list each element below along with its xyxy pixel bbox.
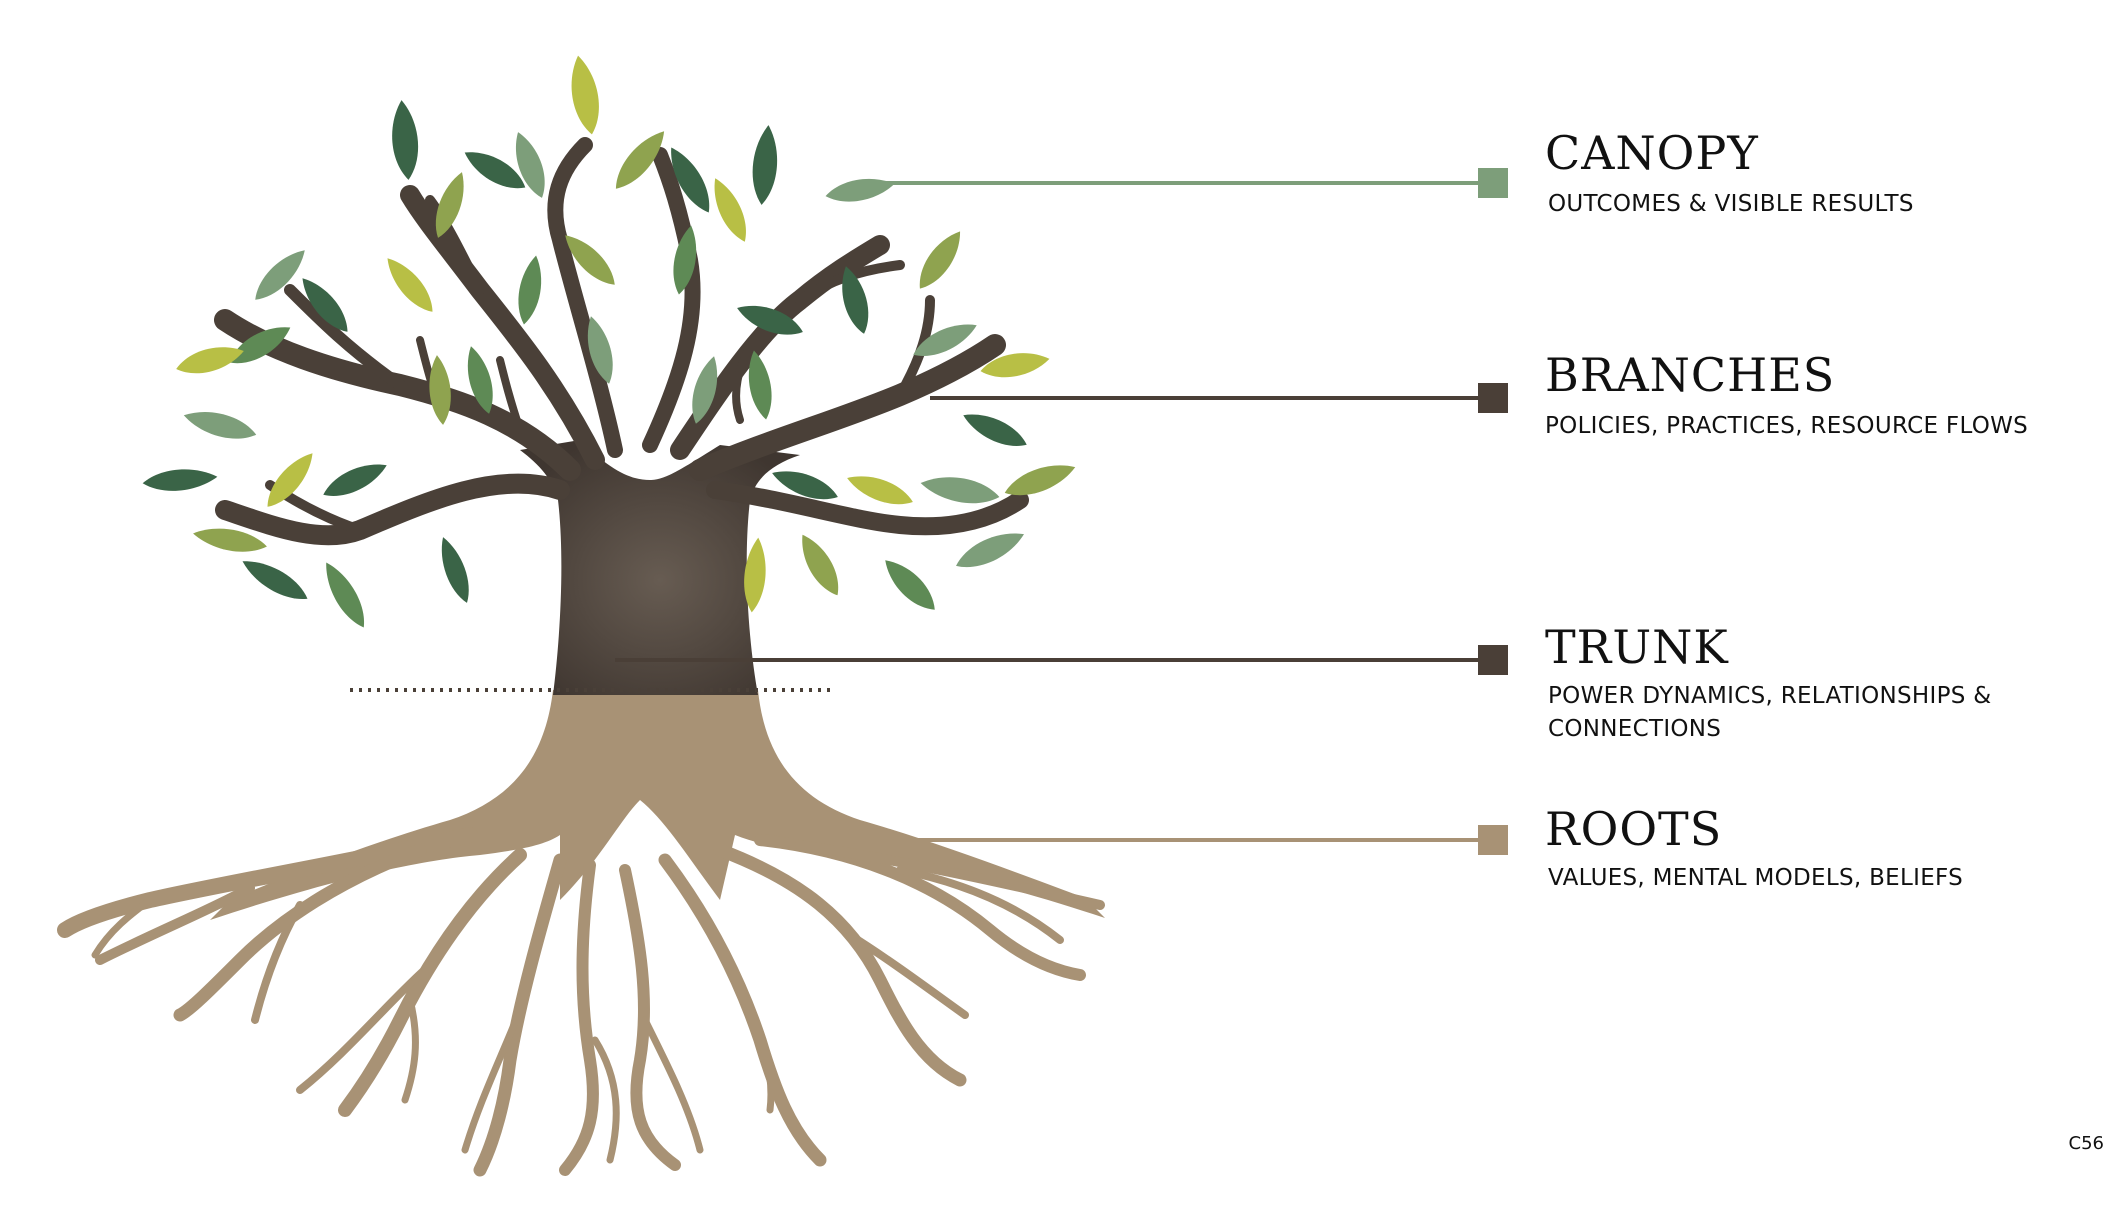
leaf (671, 147, 710, 213)
leaf (229, 327, 291, 364)
leaf (467, 346, 493, 414)
leaf (673, 225, 697, 295)
layer-connectors (615, 168, 1508, 855)
leaf (615, 131, 665, 189)
leaf (326, 562, 364, 628)
roots-marker-square (1478, 825, 1508, 855)
roots-description: VALUES, MENTAL MODELS, BELIEFS (1548, 865, 1964, 891)
leaf (183, 412, 257, 439)
root-strands (57, 827, 1105, 1177)
leaf (441, 537, 469, 603)
leaf (714, 178, 746, 242)
leaf (802, 534, 839, 596)
leaf (825, 178, 895, 202)
leaf (744, 537, 766, 613)
tree-roots (57, 690, 1105, 1177)
leaf (1004, 465, 1076, 496)
leaf (435, 172, 464, 238)
leaf (571, 55, 599, 135)
leaf (587, 316, 613, 384)
leaf (737, 305, 803, 335)
branches-title: BRANCHES (1545, 348, 1836, 402)
leaf (518, 255, 542, 325)
page-code: C56 (2068, 1133, 2104, 1154)
leaf (267, 453, 313, 507)
leaf (387, 258, 433, 312)
leaf (913, 324, 977, 356)
leaf (772, 471, 838, 500)
leaf (963, 414, 1027, 446)
tree-trunk (520, 440, 800, 695)
leaf (885, 560, 935, 610)
leaf (847, 476, 913, 505)
leaf (565, 235, 615, 285)
leaf (323, 464, 387, 496)
leaf (193, 528, 267, 552)
leaf (242, 561, 308, 599)
leaf (919, 231, 961, 289)
tree-canopy-leaves (142, 55, 1076, 628)
leaf (920, 477, 1000, 504)
branches-marker-square (1478, 383, 1508, 413)
roots-title: ROOTS (1545, 802, 1723, 856)
leaf (748, 350, 772, 420)
canopy-title: CANOPY (1545, 126, 1759, 180)
leaf (956, 533, 1024, 567)
leaf (980, 353, 1050, 378)
leaf (392, 100, 419, 180)
branches-description: POLICIES, PRACTICES, RESOURCE FLOWS (1545, 413, 2029, 439)
leaf (142, 469, 218, 491)
trunk-title: TRUNK (1545, 620, 1729, 674)
leaf (692, 356, 718, 424)
trunk-description: POWER DYNAMICS, RELATIONSHIPS & CONNECTI… (1548, 683, 1992, 742)
leaf (302, 278, 348, 332)
trunk-marker-square (1478, 645, 1508, 675)
canopy-marker-square (1478, 168, 1508, 198)
root-base (210, 690, 1105, 920)
leaf (842, 266, 869, 334)
leaf (515, 132, 545, 198)
leaf (752, 125, 778, 205)
leaf (464, 152, 526, 189)
leaf (255, 250, 305, 300)
leaf (176, 347, 244, 374)
canopy-description: OUTCOMES & VISIBLE RESULTS (1548, 191, 1914, 217)
leaf (429, 355, 451, 425)
